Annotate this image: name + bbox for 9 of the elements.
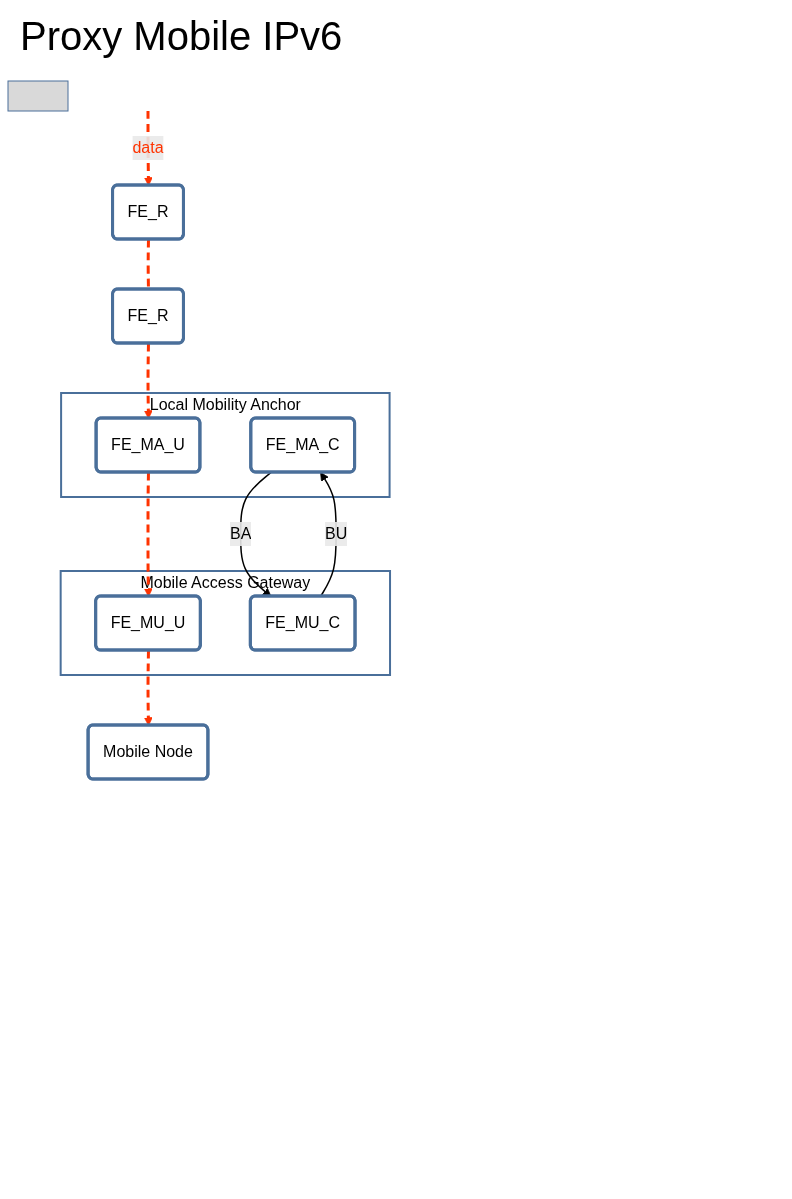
connector [146,239,150,290]
arrow [143,343,153,419]
arrow [143,650,153,726]
edge-label: BU [325,525,348,542]
arrow [143,472,153,597]
diagram-title: Proxy Mobile IPv6 [19,13,344,60]
edge-label: BA [230,525,252,542]
edge-label: data [132,139,164,156]
node-bar [7,80,69,112]
